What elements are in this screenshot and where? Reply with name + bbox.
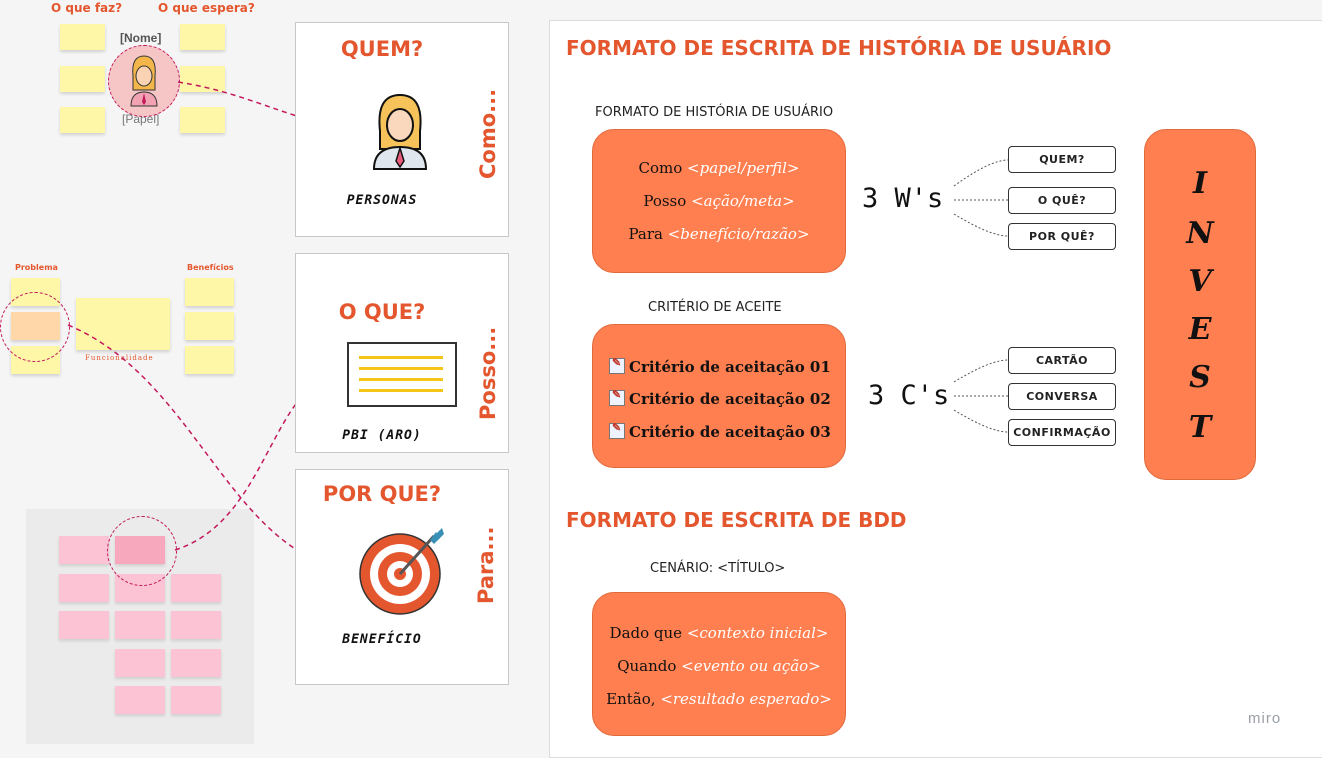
label-problema: Problema <box>15 263 58 272</box>
c-item-confirmacao[interactable]: CONFIRMAÇÃO <box>1008 419 1116 446</box>
small-persona-icon <box>130 55 158 107</box>
bdd-template-box[interactable]: Dado que <contexto inicial> Quando <even… <box>592 592 846 736</box>
sticky-note[interactable] <box>59 574 109 602</box>
persona-name-label: [Nome] <box>120 31 162 45</box>
criteria-line: Critério de aceitação 03 <box>609 421 831 441</box>
bdd-line: Então, <resultado esperado> <box>606 690 832 708</box>
label-funcionalidade: Funcionalidade <box>85 354 154 362</box>
criteria-line: Critério de aceitação 02 <box>609 388 831 408</box>
sticky-note[interactable] <box>60 107 105 133</box>
sticky-note[interactable] <box>115 649 165 677</box>
bdd-line: Quando <evento ou ação> <box>617 657 821 675</box>
title-story-format: FORMATO DE ESCRITA DE HISTÓRIA DE USUÁRI… <box>566 36 1112 60</box>
criteria-line: Critério de aceitação 01 <box>609 356 831 376</box>
invest-letter: S <box>1189 360 1211 395</box>
label-o-que-espera: O que espera? <box>158 1 255 15</box>
bdd-line: Dado que <contexto inicial> <box>609 624 829 642</box>
card-quem[interactable]: QUEM? PERSONAS Como... <box>295 22 509 237</box>
highlight-circle <box>107 516 177 586</box>
sticky-note[interactable] <box>60 24 105 50</box>
story-subtitle: FORMATO DE HISTÓRIA DE USUÁRIO <box>595 105 834 120</box>
card-caption: BENEFÍCIO <box>342 632 422 647</box>
card-o-que[interactable]: O QUE? PBI (ARO) Posso... <box>295 253 509 453</box>
three-ws-label: 3 W's <box>862 183 944 214</box>
ws-connectors <box>953 159 1009 237</box>
persona-avatar[interactable] <box>108 45 180 117</box>
card-side-label: Para... <box>474 526 498 604</box>
cs-connectors <box>953 359 1009 433</box>
card-caption: PERSONAS <box>346 193 418 208</box>
sticky-note[interactable] <box>171 574 221 602</box>
sticky-note[interactable] <box>115 686 165 714</box>
sticky-note-functionality[interactable] <box>76 298 170 350</box>
title-bdd-format: FORMATO DE ESCRITA DE BDD <box>566 508 907 532</box>
sticky-note[interactable] <box>171 649 221 677</box>
criteria-box[interactable]: Critério de aceitação 01 Critério de ace… <box>592 324 846 468</box>
invest-box[interactable]: I N V E S T <box>1144 129 1256 480</box>
sticky-note[interactable] <box>180 66 225 92</box>
label-beneficios: Benefícios <box>187 263 234 272</box>
card-caption: PBI (ARO) <box>342 428 422 443</box>
card-side-label: Como... <box>476 88 500 179</box>
sticky-note[interactable] <box>185 312 234 340</box>
checklist-icon <box>609 356 625 374</box>
connector-por-que[interactable] <box>67 324 362 578</box>
sticky-note[interactable] <box>180 107 225 133</box>
c-item-cartao[interactable]: CARTÃO <box>1008 347 1116 374</box>
three-cs-label: 3 C's <box>868 380 950 411</box>
sticky-note[interactable] <box>171 611 221 639</box>
sticky-note[interactable] <box>115 611 165 639</box>
story-line: Para <benefício/razão> <box>628 225 810 243</box>
w-item-quem[interactable]: QUEM? <box>1008 146 1116 173</box>
card-title: POR QUE? <box>322 482 442 506</box>
invest-letter: N <box>1186 216 1214 251</box>
highlight-circle <box>0 292 70 362</box>
w-item-o-que[interactable]: O QUÊ? <box>1008 187 1116 214</box>
sticky-note[interactable] <box>185 346 234 374</box>
label-o-que-faz: O que faz? <box>51 1 123 15</box>
target-icon <box>359 528 444 615</box>
checklist-icon <box>609 388 625 406</box>
checklist-icon <box>609 421 625 439</box>
story-line: Posso <ação/meta> <box>643 192 795 210</box>
sticky-note[interactable] <box>171 686 221 714</box>
persona-icon <box>372 93 428 170</box>
invest-letter: I <box>1192 166 1208 201</box>
bdd-subtitle: CENÁRIO: <TÍTULO> <box>650 561 786 576</box>
miro-watermark: miro <box>1248 710 1282 727</box>
invest-letter: T <box>1188 410 1212 445</box>
invest-letter: E <box>1188 312 1212 347</box>
card-title: O QUE? <box>338 300 426 324</box>
criteria-subtitle: CRITÉRIO DE ACEITE <box>648 300 782 315</box>
sticky-note[interactable] <box>59 611 109 639</box>
story-template-box[interactable]: Como <papel/perfil> Posso <ação/meta> Pa… <box>592 129 846 273</box>
sticky-note[interactable] <box>180 24 225 50</box>
story-line: Como <papel/perfil> <box>638 159 800 177</box>
card-por-que[interactable]: POR QUE? BENEFÍCIO Para... <box>295 469 509 685</box>
sticky-note[interactable] <box>185 278 234 306</box>
card-side-label: Posso... <box>476 326 500 420</box>
invest-letter: V <box>1188 264 1212 299</box>
sticky-note[interactable] <box>60 66 105 92</box>
sticky-note[interactable] <box>59 536 109 564</box>
card-title: QUEM? <box>340 37 424 61</box>
pbi-icon <box>347 342 457 407</box>
c-item-conversa[interactable]: CONVERSA <box>1008 383 1116 410</box>
w-item-por-que[interactable]: POR QUÊ? <box>1008 223 1116 250</box>
